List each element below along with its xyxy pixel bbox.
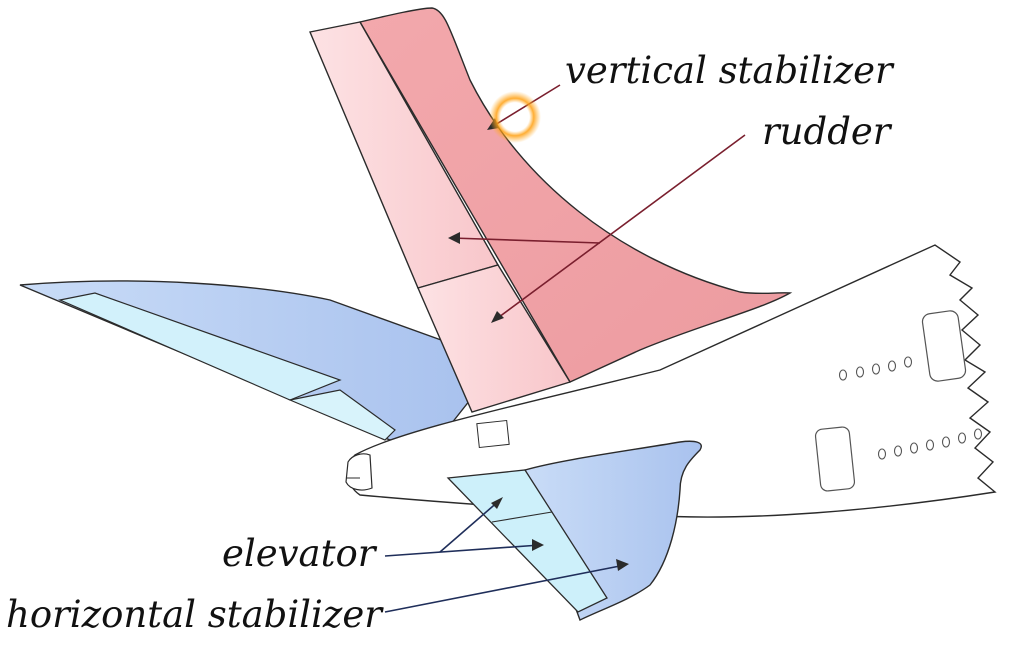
arrowhead-elevator-lower bbox=[532, 539, 544, 551]
arrowhead-rudder-upper bbox=[448, 232, 460, 244]
access-hatch bbox=[476, 419, 510, 449]
pointer-horizontal-stabilizer bbox=[384, 564, 626, 613]
arrowhead-rudder-lower bbox=[491, 311, 504, 323]
rear-door-upper bbox=[921, 310, 967, 382]
label-horizontal-stabilizer: horizontal stabilizer bbox=[6, 593, 384, 636]
arrowhead-horizontal-stabilizer bbox=[616, 559, 629, 571]
label-vertical-stabilizer: vertical stabilizer bbox=[565, 49, 895, 92]
label-elevator: elevator bbox=[222, 532, 378, 575]
pointer-elevator-lower bbox=[384, 544, 541, 557]
pointer-rudder-upper bbox=[451, 237, 601, 244]
elevator-divider bbox=[491, 511, 553, 523]
upper-window-row bbox=[838, 356, 913, 381]
vertical-stabilizer-shape bbox=[358, 7, 793, 383]
rudder-lower bbox=[417, 264, 572, 413]
fuselage bbox=[347, 244, 997, 518]
far-elevator-tip bbox=[287, 389, 396, 441]
lower-window-row bbox=[877, 428, 983, 460]
arrowhead-elevator-upper bbox=[491, 497, 503, 509]
cursor-highlight bbox=[489, 91, 541, 143]
tail-cone bbox=[345, 453, 373, 491]
label-rudder: rudder bbox=[762, 110, 893, 153]
rear-door-lower bbox=[814, 426, 856, 492]
pointer-rudder-lower bbox=[494, 134, 746, 321]
pointer-elevator-upper bbox=[439, 499, 501, 553]
far-elevator bbox=[58, 292, 342, 401]
pointer-lines-blue bbox=[384, 499, 626, 613]
